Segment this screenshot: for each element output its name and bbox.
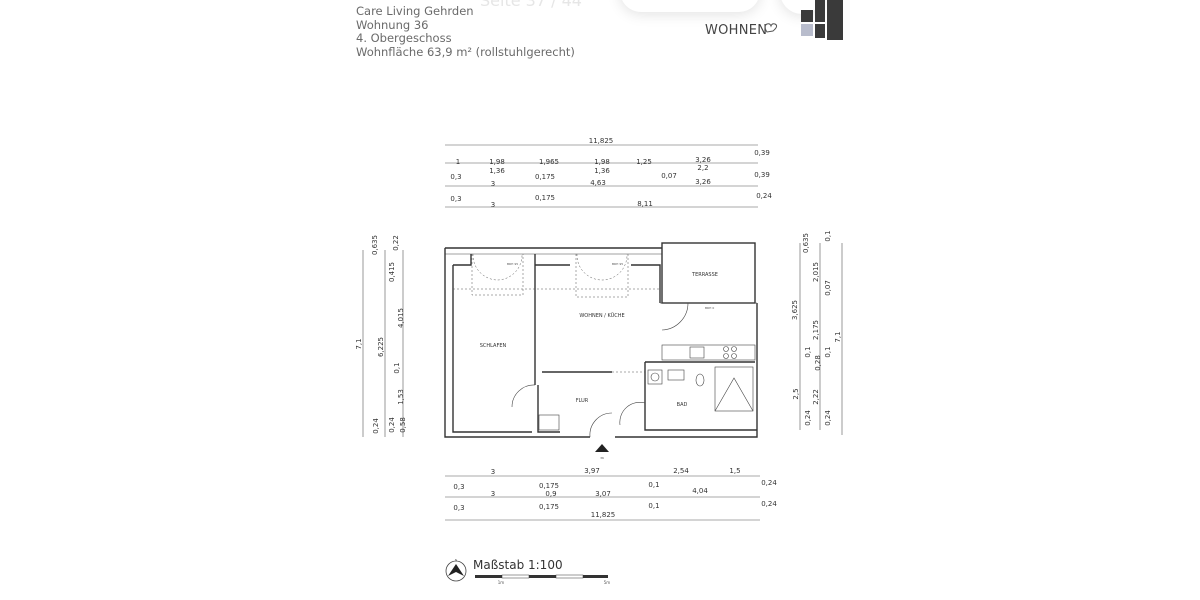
dim-label: 3,07 [595, 490, 611, 498]
north-compass-icon [445, 560, 467, 582]
dim-label: 2,015 [812, 262, 820, 282]
door-sill-label: BRH 0 [705, 306, 714, 310]
dim-label: 2,54 [673, 467, 689, 475]
dim-label: 0,58 [399, 417, 407, 433]
dim-label: 2,22 [812, 389, 820, 405]
dim-label: 3 [491, 468, 495, 476]
dim-label: 3,625 [791, 300, 799, 320]
dim-label: 0,24 [804, 410, 812, 426]
dim-label: 3,26 [695, 178, 711, 186]
left-dimensions: 7,1 0,635 6,225 0,415 0,22 4,015 0,1 1,5… [355, 235, 407, 437]
dim-label: 0,175 [539, 503, 559, 511]
dim-label: 7,1 [355, 338, 363, 349]
dim-label: 1,25 [636, 158, 652, 166]
floating-toolbar-pill[interactable] [620, 0, 760, 12]
dim-label: 1 [456, 158, 460, 166]
dim-label: 0,9 [545, 490, 556, 498]
dim-label: 2,175 [812, 320, 820, 340]
dim-label: 4,015 [397, 308, 405, 328]
dim-label: 0,3 [450, 195, 461, 203]
dim-label: 2,5 [792, 388, 800, 399]
dim-label: 0,1 [824, 230, 832, 241]
dim-label: 3 [491, 490, 495, 498]
dim-label: 0,1 [824, 346, 832, 357]
scale-legend: N Maßstab 1:100 1m 5m [445, 558, 611, 585]
dim-label: 4,04 [692, 487, 708, 495]
page-indicator: Seite 37 / 44 [480, 0, 582, 10]
dim-label: 6,225 [377, 337, 385, 357]
right-dimensions: 0,635 0,1 3,625 2,015 0,07 2,175 7,1 0,1… [791, 230, 843, 435]
dim-label: 0,24 [824, 410, 832, 426]
scale-tick-label: 5m [604, 580, 611, 585]
document-header: Care Living Gehrden Wohnung 36 4. Oberge… [356, 4, 575, 59]
dim-label: 1,36 [594, 167, 610, 175]
dim-label: 0,3 [450, 173, 461, 181]
dim-label: 11,825 [591, 511, 616, 519]
dim-label: 1,98 [489, 158, 505, 166]
dim-label: 0,3 [453, 483, 464, 491]
brand-logo-text: WOHNEN [705, 23, 768, 38]
entrance-arrow-icon [595, 444, 609, 452]
dim-label: 0,22 [392, 235, 400, 251]
window-sill-label: BRH 95 [507, 262, 518, 266]
dim-label: 3 [491, 201, 495, 209]
dim-label: 1,98 [594, 158, 610, 166]
dim-label: 0,3 [453, 504, 464, 512]
dim-label: 0,175 [539, 482, 559, 490]
dim-label: 1,5 [729, 467, 740, 475]
dim-label: 1,36 [489, 167, 505, 175]
top-dimensions: 11,825 1 1,98 1,965 1,98 1,25 3,26 0,39 … [445, 137, 772, 209]
dim-label: 0,175 [535, 194, 555, 202]
unit-marker: 36 [600, 456, 604, 460]
north-label: N [455, 558, 457, 562]
dim-label: 0,175 [535, 173, 555, 181]
dim-label: 11,825 [589, 137, 614, 145]
dim-label: 7,1 [834, 331, 842, 342]
scale-tick-label: 1m [498, 580, 505, 585]
scale-label: Maßstab 1:100 [473, 558, 563, 572]
room-label-bedroom: SCHLAFEN [480, 343, 507, 349]
dim-label: 0,635 [371, 235, 379, 255]
apartment-plan: BRH 95 BRH 95 BRH 0 SCHLAFEN WOHNEN / KÜ… [444, 242, 758, 460]
dim-label: 1,965 [539, 158, 559, 166]
bottom-dimensions: 3 3,97 2,54 1,5 0,3 0,175 0,1 0,24 3 0,9… [445, 467, 777, 521]
dim-label: 2,2 [697, 164, 708, 172]
dim-label: 0,1 [393, 362, 401, 373]
room-label-bath: BAD [677, 402, 688, 408]
floor-level: 4. Obergeschoss [356, 31, 452, 46]
dim-label: 0,07 [661, 172, 677, 180]
dim-label: 0,1 [648, 502, 659, 510]
dim-label: 3,97 [584, 467, 600, 475]
dim-label: 0,39 [754, 149, 770, 157]
dim-label: 0,24 [756, 192, 772, 200]
dim-label: 0,24 [372, 418, 380, 434]
dim-label: 8,11 [637, 200, 653, 208]
dim-label: 0,39 [754, 171, 770, 179]
living-area: Wohnfläche 63,9 m² (rollstuhlgerecht) [356, 44, 575, 59]
dim-label: 0,28 [814, 355, 822, 371]
window-sill-label: BRH 95 [612, 262, 623, 266]
project-name: Care Living Gehrden [356, 4, 474, 18]
dim-label: 0,1 [804, 346, 812, 357]
room-label-terrace: TERRASSE [691, 272, 718, 278]
dim-label: 3,26 [695, 156, 711, 164]
dim-label: 0,635 [802, 233, 810, 253]
room-label-hall: FLUR [576, 398, 589, 404]
dim-label: 0,07 [824, 280, 832, 296]
dim-label: 0,24 [761, 479, 777, 487]
dim-label: 1,53 [397, 389, 405, 405]
heart-logo-icon [764, 23, 778, 33]
dim-label: 4,63 [590, 179, 606, 187]
dim-label: 0,24 [388, 417, 396, 433]
dim-label: 0,415 [388, 262, 396, 282]
dim-label: 0,1 [648, 481, 659, 489]
room-label-living-kitchen: WOHNEN / KÜCHE [579, 312, 624, 319]
company-logo-icon [801, 0, 843, 40]
unit-number: Wohnung 36 [356, 17, 429, 32]
dim-label: 3 [491, 180, 495, 188]
dim-label: 0,24 [761, 500, 777, 508]
